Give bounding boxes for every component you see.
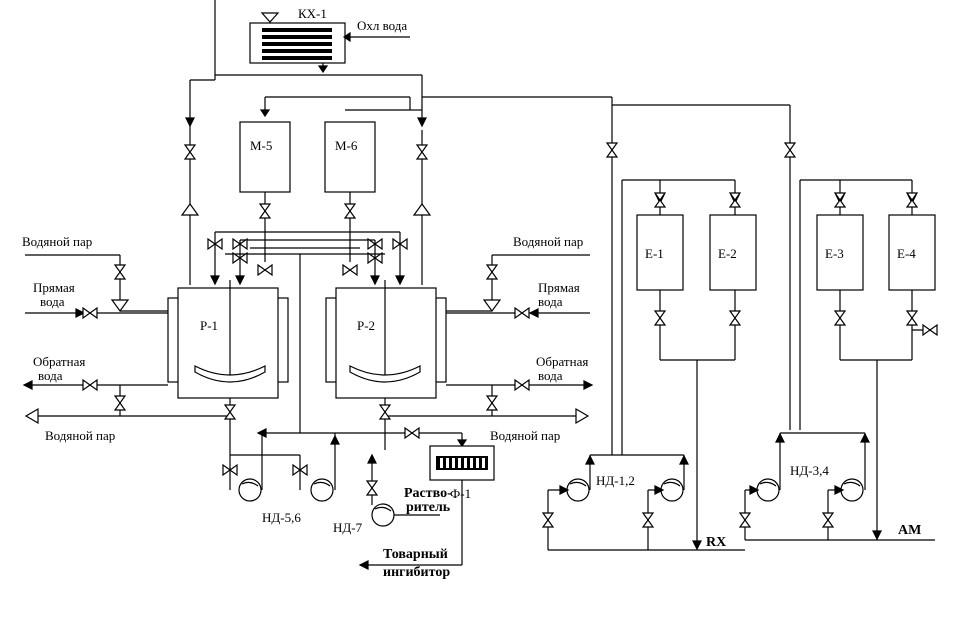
product-label-2: ингибитор xyxy=(383,565,450,580)
m6-label: М-6 xyxy=(335,138,358,153)
tank-e2: Е-2 xyxy=(709,214,757,291)
tank-m5: М-5 xyxy=(239,121,291,193)
cooler-kx1: КХ-1 Охл вода xyxy=(249,6,410,74)
am-label: АМ xyxy=(898,523,921,538)
direct-left-2: вода xyxy=(40,294,65,309)
nd56-label: НД-5,6 xyxy=(262,510,301,525)
direct-left-1: Прямая xyxy=(33,280,75,295)
reactor-p2: Р-2 xyxy=(325,280,447,399)
tank-e4: Е-4 xyxy=(888,214,936,291)
e1-label: Е-1 xyxy=(645,246,664,261)
return-left-2: вода xyxy=(38,368,63,383)
rx-label: RX xyxy=(706,535,726,550)
filter-f1 xyxy=(429,445,495,481)
kx1-label: КХ-1 xyxy=(298,6,327,21)
e4-label: Е-4 xyxy=(897,246,916,261)
nd7-label: НД-7 xyxy=(333,520,363,535)
steam-left-label: Водяной пар xyxy=(22,234,92,249)
f1-label: Ф-1 xyxy=(450,486,471,501)
reactor-p1: Р-1 xyxy=(167,280,289,399)
cool-water-label: Охл вода xyxy=(357,18,407,33)
r2-label: Р-2 xyxy=(357,318,375,333)
e2-label: Е-2 xyxy=(718,246,737,261)
direct-right-1: Прямая xyxy=(538,280,580,295)
return-right-2: вода xyxy=(538,368,563,383)
e3-label: Е-3 xyxy=(825,246,844,261)
tank-m6: М-6 xyxy=(324,121,376,193)
m5-label: М-5 xyxy=(250,138,272,153)
solvent-label-1: Раство- xyxy=(404,486,452,501)
product-label-1: Товарный xyxy=(383,547,448,562)
return-right-1: Обратная xyxy=(536,354,588,369)
tank-e3: Е-3 xyxy=(816,214,864,291)
nd34-label: НД-3,4 xyxy=(790,463,829,478)
return-left-1: Обратная xyxy=(33,354,85,369)
steam-bottom-left-label: Водяной пар xyxy=(45,428,115,443)
solvent-label-2: ритель xyxy=(406,500,451,515)
direct-right-2: вода xyxy=(538,294,563,309)
tank-e1: Е-1 xyxy=(636,214,684,291)
r1-label: Р-1 xyxy=(200,318,218,333)
steam-right-label: Водяной пар xyxy=(513,234,583,249)
nd12-label: НД-1,2 xyxy=(596,473,635,488)
steam-bottom-right-label: Водяной пар xyxy=(490,428,560,443)
